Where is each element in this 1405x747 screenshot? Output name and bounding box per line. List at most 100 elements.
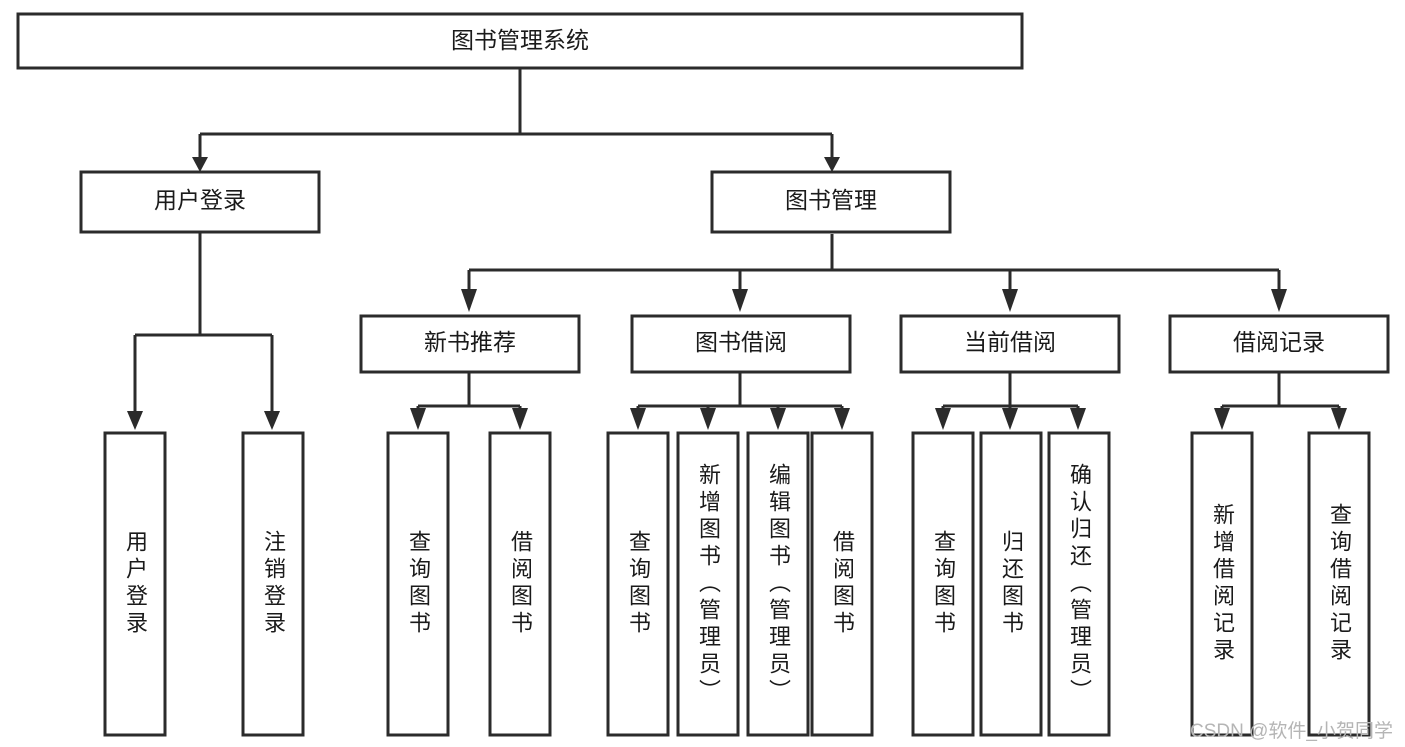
connector-current-borrow-to-leaves [941, 373, 1080, 412]
leaf-query-book-current-rect[interactable] [911, 431, 975, 737]
arrow-to-leaf-edit-book [770, 408, 786, 430]
arrow-to-book-management [824, 157, 840, 172]
arrow-to-user-login [192, 157, 208, 172]
leaf-edit-book[interactable]: 编辑图书（管理员） [746, 431, 810, 737]
node-new-book-recommend[interactable]: 新书推荐 [359, 314, 581, 374]
node-root-label: 图书管理系统 [451, 27, 589, 53]
leaf-return-book-label: 归还图书 [999, 530, 1024, 638]
connector-new-book-recommend-to-leaves [416, 373, 522, 412]
connector-layer [127, 68, 1347, 430]
leaf-query-borrow-record-rect[interactable] [1307, 431, 1371, 737]
arrow-to-leaf-query-book-2 [630, 408, 646, 430]
leaf-user-login-text-area: 用户登录 [123, 530, 148, 638]
leaf-query-borrow-record-label: 查询借阅记录 [1327, 503, 1352, 665]
leaf-borrow-book[interactable]: 借阅图书 [810, 431, 874, 737]
node-current-borrow[interactable]: 当前借阅 [899, 314, 1121, 374]
node-book-borrow-label: 图书借阅 [695, 329, 787, 355]
arrow-to-leaf-query-book-1 [410, 408, 426, 430]
leaf-add-borrow-record-label: 新增借阅记录 [1210, 503, 1235, 665]
leaf-query-book-current-label: 查询图书 [931, 530, 956, 638]
leaf-query-book-current[interactable]: 查询图书 [911, 431, 975, 737]
leaf-add-borrow-record[interactable]: 新增借阅记录 [1190, 431, 1254, 737]
arrow-to-leaf-return-book [1002, 408, 1018, 430]
arrow-to-leaf-add-book [700, 408, 716, 430]
leaf-query-book-borrow-rect[interactable] [606, 431, 670, 737]
node-user-login[interactable]: 用户登录 [79, 170, 321, 234]
leaf-query-borrow-record[interactable]: 查询借阅记录 [1307, 431, 1371, 737]
leaf-query-book-recommend-rect[interactable] [386, 431, 450, 737]
leaf-add-book-label: 新增图书（管理员） [696, 462, 721, 706]
node-new-book-recommend-rect[interactable] [359, 314, 581, 374]
leaf-borrow-book-label: 借阅图书 [830, 530, 855, 638]
leaf-logout[interactable]: 注销登录 [241, 431, 305, 737]
leaf-user-login-rect[interactable] [103, 431, 167, 737]
arrow-to-leaf-borrow-book-1 [512, 408, 528, 430]
leaf-add-book[interactable]: 新增图书（管理员） [676, 431, 740, 737]
leaf-logout-rect[interactable] [241, 431, 305, 737]
node-book-management-rect[interactable] [710, 170, 952, 234]
node-borrow-record[interactable]: 借阅记录 [1168, 314, 1390, 374]
arrow-to-leaf-query-book-3 [935, 408, 951, 430]
connector-book-management-to-level3 [467, 234, 1281, 290]
leaf-query-book-borrow[interactable]: 查询图书 [606, 431, 670, 737]
leaf-query-book-current-text-area: 查询图书 [931, 530, 956, 638]
leaf-query-book-recommend[interactable]: 查询图书 [386, 431, 450, 737]
node-new-book-recommend-label: 新书推荐 [424, 329, 516, 355]
leaf-edit-book-text-area: 编辑图书（管理员） [766, 462, 791, 706]
leaf-query-book-borrow-label: 查询图书 [626, 530, 651, 638]
node-root-rect[interactable] [16, 12, 1024, 70]
node-root[interactable]: 图书管理系统 [16, 12, 1024, 70]
leaf-query-book-recommend-label: 查询图书 [406, 530, 431, 638]
connector-book-borrow-to-leaves [636, 373, 844, 412]
arrow-to-new-book-recommend [461, 289, 477, 312]
node-borrow-record-label: 借阅记录 [1233, 329, 1325, 355]
leaf-borrow-book-rect[interactable] [810, 431, 874, 737]
leaf-confirm-return-text-area: 确认归还（管理员） [1067, 462, 1092, 706]
leaf-confirm-return[interactable]: 确认归还（管理员） [1047, 431, 1111, 737]
arrow-to-leaf-user-login [127, 411, 143, 430]
connector-borrow-record-to-leaves [1220, 373, 1341, 412]
leaf-logout-text-area: 注销登录 [261, 530, 286, 638]
arrow-to-leaf-confirm-return [1070, 408, 1086, 430]
arrow-to-current-borrow [1002, 289, 1018, 312]
arrow-to-leaf-add-borrow-record [1214, 408, 1230, 430]
arrow-to-book-borrow [732, 289, 748, 312]
leaf-logout-label: 注销登录 [261, 530, 286, 638]
leaf-add-borrow-record-text-area: 新增借阅记录 [1210, 503, 1235, 665]
node-book-management[interactable]: 图书管理 [710, 170, 952, 234]
arrow-to-leaf-logout [264, 411, 280, 430]
leaf-borrow-book-text-area: 借阅图书 [830, 530, 855, 638]
leaf-borrow-book-recommend-text-area: 借阅图书 [508, 530, 533, 638]
leaf-query-book-borrow-text-area: 查询图书 [626, 530, 651, 638]
node-borrow-record-rect[interactable] [1168, 314, 1390, 374]
connector-root-to-level2 [198, 68, 834, 158]
leaf-query-book-recommend-text-area: 查询图书 [406, 530, 431, 638]
leaf-edit-book-rect[interactable] [746, 431, 810, 737]
node-current-borrow-rect[interactable] [899, 314, 1121, 374]
leaf-add-book-text-area: 新增图书（管理员） [696, 462, 721, 706]
arrow-to-leaf-query-borrow-record [1331, 408, 1347, 430]
node-user-login-label: 用户登录 [154, 187, 246, 213]
node-current-borrow-label: 当前借阅 [964, 329, 1056, 355]
leaf-user-login-label: 用户登录 [123, 530, 148, 638]
arrow-to-leaf-borrow-book-2 [834, 408, 850, 430]
connector-user-login-to-leaves [133, 233, 274, 412]
node-book-management-label: 图书管理 [785, 187, 877, 213]
leaf-edit-book-label: 编辑图书（管理员） [766, 462, 791, 706]
leaf-confirm-return-label: 确认归还（管理员） [1067, 462, 1092, 706]
leaf-add-borrow-record-rect[interactable] [1190, 431, 1254, 737]
leaf-return-book-text-area: 归还图书 [999, 530, 1024, 638]
leaf-return-book-rect[interactable] [979, 431, 1043, 737]
node-book-borrow-rect[interactable] [630, 314, 852, 374]
leaf-add-book-rect[interactable] [676, 431, 740, 737]
node-user-login-rect[interactable] [79, 170, 321, 234]
leaf-confirm-return-rect[interactable] [1047, 431, 1111, 737]
node-book-borrow[interactable]: 图书借阅 [630, 314, 852, 374]
leaf-borrow-book-recommend[interactable]: 借阅图书 [488, 431, 552, 737]
leaf-user-login[interactable]: 用户登录 [103, 431, 167, 737]
leaf-query-borrow-record-text-area: 查询借阅记录 [1327, 503, 1352, 665]
leaf-return-book[interactable]: 归还图书 [979, 431, 1043, 737]
leaf-borrow-book-recommend-rect[interactable] [488, 431, 552, 737]
leaf-borrow-book-recommend-label: 借阅图书 [508, 530, 533, 638]
